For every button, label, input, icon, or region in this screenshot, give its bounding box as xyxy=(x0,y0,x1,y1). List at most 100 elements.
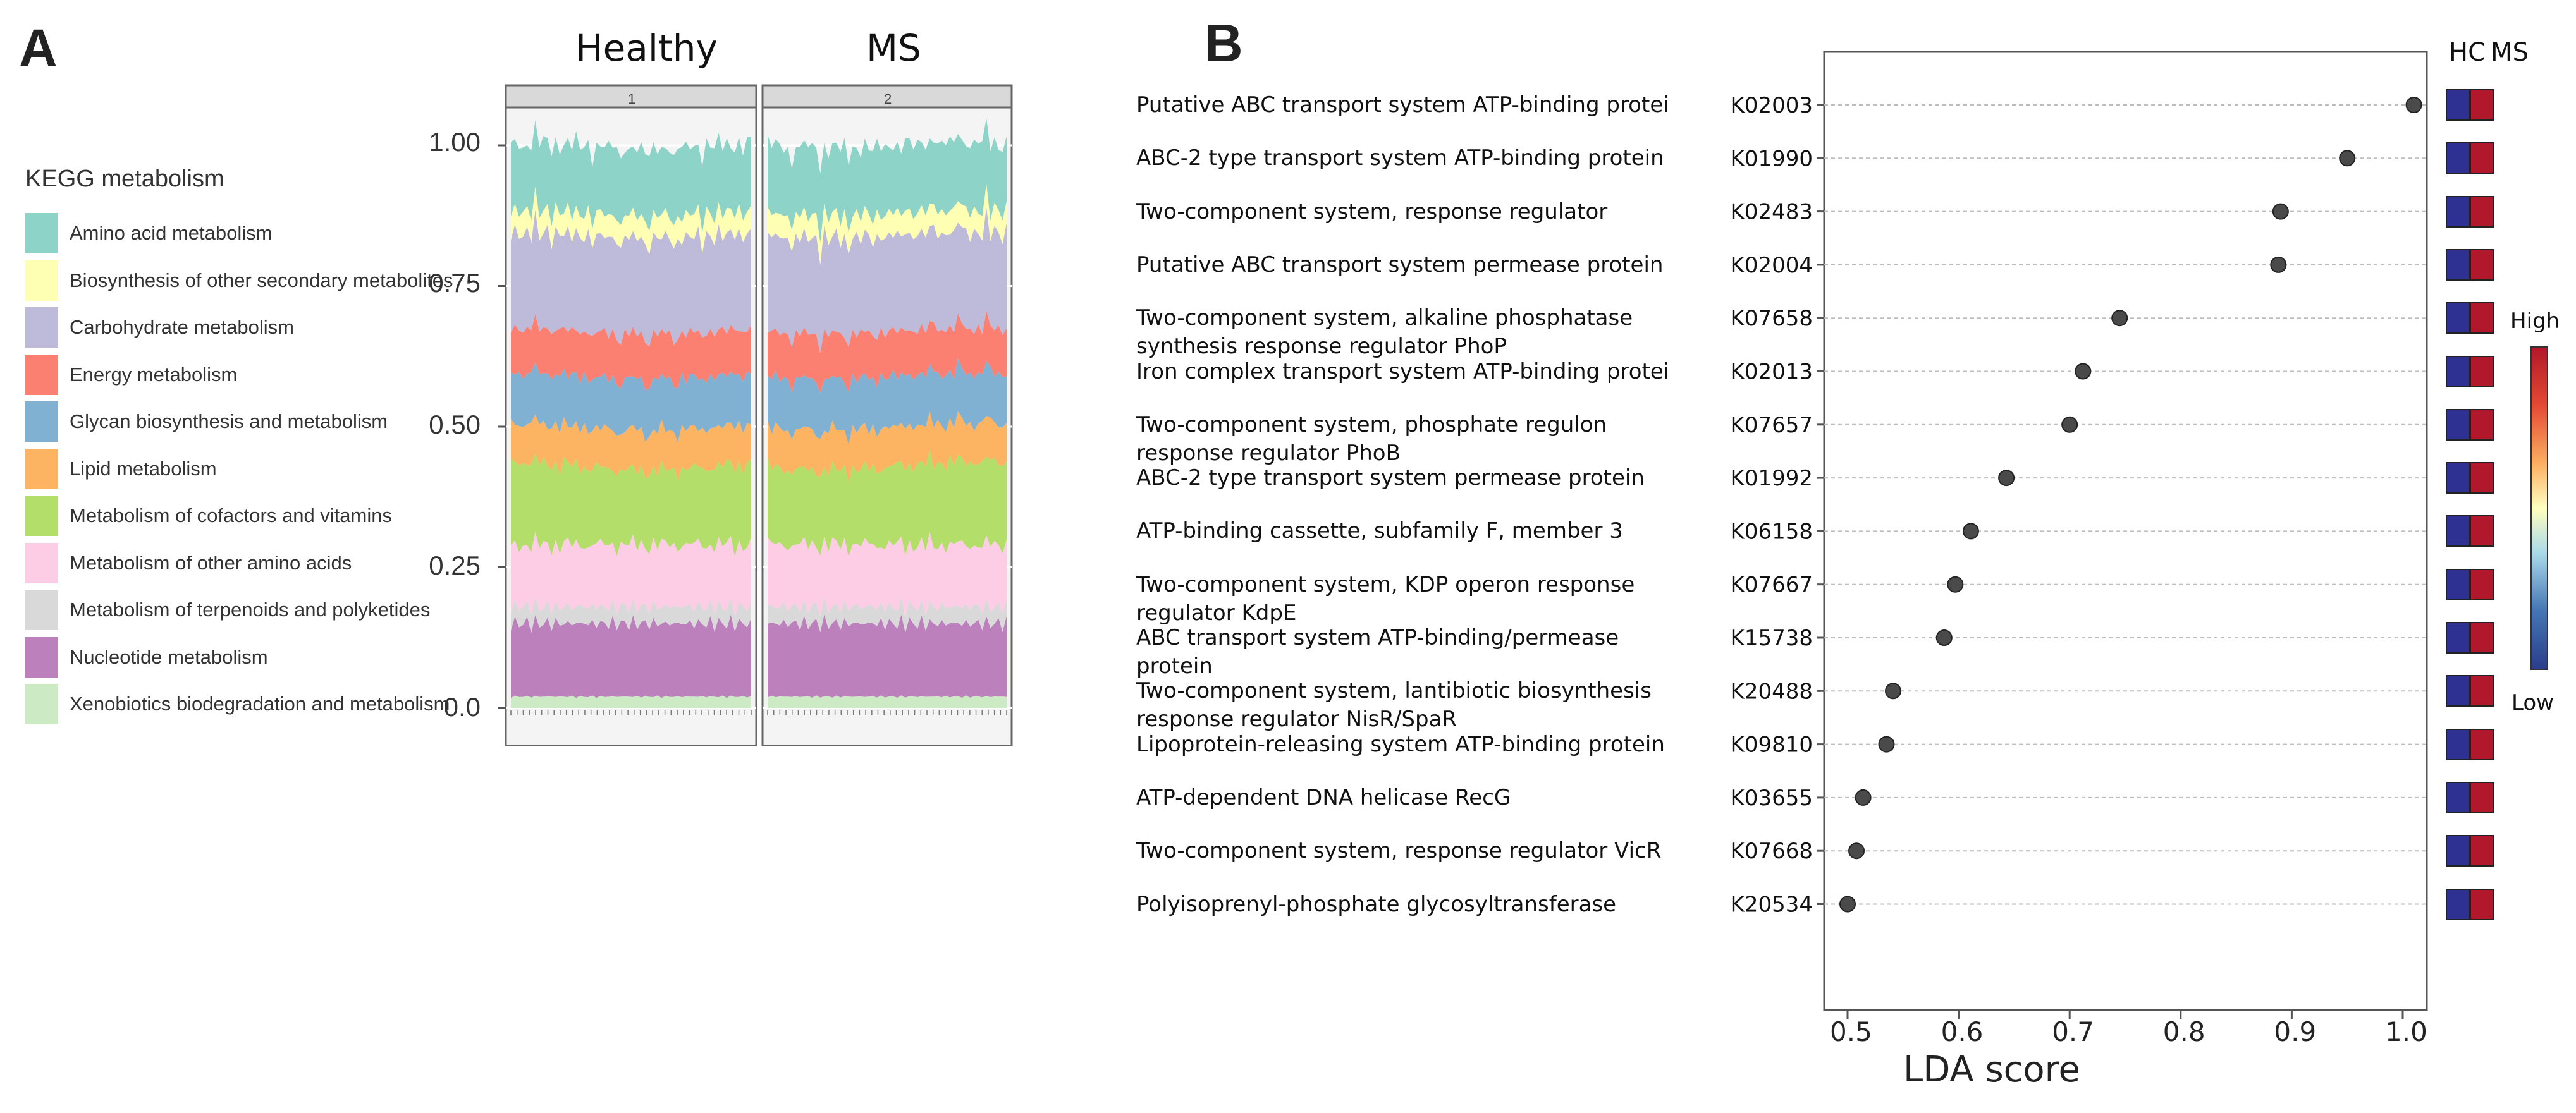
legend-item: Energy metabolism xyxy=(25,354,237,395)
area-band xyxy=(768,118,1007,243)
feature-description: Iron complex transport system ATP-bindin… xyxy=(1136,358,1670,384)
area-band xyxy=(768,532,1007,617)
hc-indicator xyxy=(2446,89,2470,121)
kegg-id-label: K01990 xyxy=(1731,146,1813,171)
hc-indicator xyxy=(2446,462,2470,494)
lda-point xyxy=(2272,203,2289,220)
lda-point xyxy=(1855,789,1872,806)
legend-swatch xyxy=(25,401,58,442)
legend-label: Xenobiotics biodegradation and metabolis… xyxy=(70,693,450,715)
lda-point xyxy=(1962,523,1979,540)
y-tick-label: 0.75 xyxy=(429,268,481,298)
legend-label: Metabolism of other amino acids xyxy=(70,551,352,574)
legend-item: Metabolism of cofactors and vitamins xyxy=(25,496,392,536)
ms-indicator xyxy=(2470,142,2494,174)
hc-indicator xyxy=(2446,781,2470,813)
stacked-area-chart xyxy=(498,84,1013,746)
legend-label: Amino acid metabolism xyxy=(70,222,273,244)
ms-indicator xyxy=(2470,355,2494,387)
legend-item: Xenobiotics biodegradation and metabolis… xyxy=(25,684,450,724)
ms-indicator xyxy=(2470,568,2494,600)
kegg-id-label: K07667 xyxy=(1731,573,1813,598)
legend-label: Lipid metabolism xyxy=(70,457,217,480)
hc-indicator xyxy=(2446,835,2470,867)
legend-swatch xyxy=(25,260,58,301)
y-tick-label: 0.0 xyxy=(443,692,481,722)
legend-label: Glycan biosynthesis and metabolism xyxy=(70,410,388,432)
area-band xyxy=(768,449,1007,557)
lda-point xyxy=(1884,683,1901,700)
kegg-id-label: K01992 xyxy=(1731,466,1813,491)
feature-description: ABC transport system ATP-binding/permeas… xyxy=(1136,625,1619,650)
lda-point xyxy=(1998,470,2015,487)
legend-swatch xyxy=(25,213,58,253)
area-band xyxy=(511,210,751,347)
legend-label: Biosynthesis of other secondary metaboli… xyxy=(70,269,453,291)
legend-swatch xyxy=(25,307,58,348)
feature-description: ATP-binding cassette, subfamily F, membe… xyxy=(1136,518,1623,544)
kegg-id-label: K02483 xyxy=(1731,200,1813,225)
legend-label: Nucleotide metabolism xyxy=(70,645,268,668)
feature-description: Two-component system, KDP operon respons… xyxy=(1136,571,1635,597)
y-tick-label: 0.50 xyxy=(429,410,481,439)
feature-description: Two-component system, lantibiotic biosyn… xyxy=(1136,678,1652,704)
lda-point xyxy=(1848,842,1865,860)
legend-swatch xyxy=(25,542,58,583)
feature-description: ABC-2 type transport system permease pro… xyxy=(1136,465,1645,491)
group-title-healthy: Healthy xyxy=(575,27,718,70)
facet-strip-label-1: 1 xyxy=(628,91,636,107)
lda-point xyxy=(1947,576,1964,593)
kegg-id-label: K09810 xyxy=(1731,733,1813,758)
colorbar-low-label: Low xyxy=(2512,690,2554,715)
ms-indicator xyxy=(2470,248,2494,281)
ms-indicator xyxy=(2470,835,2494,867)
group-title-ms: MS xyxy=(866,27,921,70)
area-band xyxy=(511,614,751,698)
legend-label: Metabolism of terpenoids and polyketides xyxy=(70,599,431,621)
kegg-id-label: K15738 xyxy=(1731,626,1813,651)
hc-indicator xyxy=(2446,888,2470,920)
legend-title: KEGG metabolism xyxy=(25,166,224,192)
feature-description: Two-component system, alkaline phosphata… xyxy=(1136,305,1633,331)
feature-description: Putative ABC transport system permease p… xyxy=(1136,252,1664,277)
kegg-id-label: K06158 xyxy=(1731,519,1813,544)
ms-indicator xyxy=(2470,675,2494,707)
colorbar xyxy=(2530,346,2548,670)
feature-description: response regulator PhoB xyxy=(1136,440,1401,466)
ms-indicator xyxy=(2470,195,2494,228)
kegg-id-label: K07668 xyxy=(1731,839,1813,864)
area-band xyxy=(768,183,1007,265)
area-band xyxy=(511,596,751,633)
hc-indicator xyxy=(2446,248,2470,281)
ms-indicator xyxy=(2470,888,2494,920)
hc-indicator xyxy=(2446,728,2470,760)
legend-item: Metabolism of other amino acids xyxy=(25,542,352,583)
area-band xyxy=(511,414,751,481)
hc-indicator xyxy=(2446,568,2470,600)
legend-swatch xyxy=(25,684,58,724)
area-band xyxy=(768,695,1007,708)
legend-swatch xyxy=(25,636,58,678)
feature-description: Putative ABC transport system ATP-bindin… xyxy=(1136,92,1669,118)
area-band xyxy=(768,357,1007,445)
area-band xyxy=(511,120,751,233)
kegg-id-label: K20488 xyxy=(1731,679,1813,704)
feature-description: synthesis response regulator PhoP xyxy=(1136,334,1507,360)
kegg-id-label: K20534 xyxy=(1731,892,1813,918)
hc-indicator xyxy=(2446,622,2470,654)
facet-strip-label-2: 2 xyxy=(884,91,892,107)
lda-point xyxy=(2075,363,2092,380)
panel-b-letter: B xyxy=(1205,13,1243,73)
legend-item: Biosynthesis of other secondary metaboli… xyxy=(25,260,453,301)
ms-indicator xyxy=(2470,302,2494,334)
y-tick-label: 0.25 xyxy=(429,550,481,580)
legend-swatch xyxy=(25,590,58,630)
kegg-id-label: K03655 xyxy=(1731,786,1813,811)
lda-point xyxy=(2111,310,2128,327)
feature-description: Polyisoprenyl-phosphate glycosyltransfer… xyxy=(1136,891,1617,917)
area-band xyxy=(511,362,751,442)
legend-item: Metabolism of terpenoids and polyketides xyxy=(25,590,430,630)
panel-a-letter: A xyxy=(19,18,58,78)
